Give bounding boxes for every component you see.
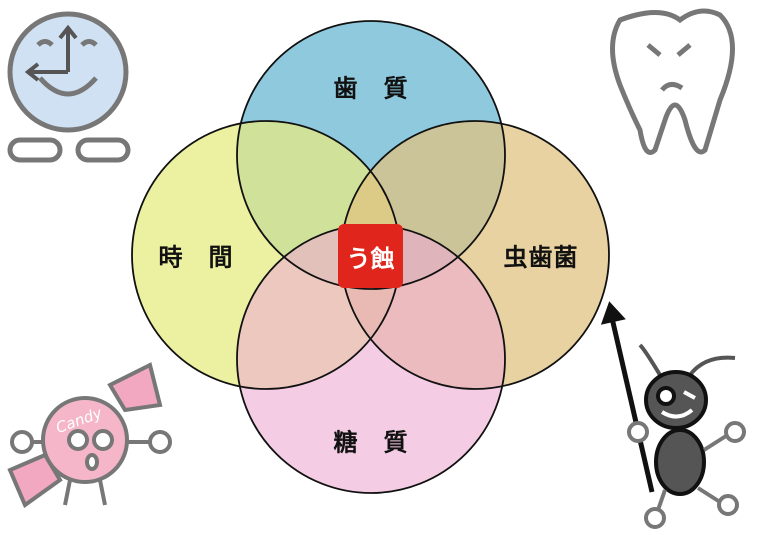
label-time: 時 間 bbox=[158, 243, 234, 272]
circle-sugar bbox=[237, 225, 505, 493]
candy-character-icon: Candy bbox=[7, 362, 172, 509]
center-caries-label: う蝕 bbox=[338, 224, 403, 288]
label-sugar: 糖 質 bbox=[333, 428, 409, 457]
label-tooth-quality: 歯 質 bbox=[333, 74, 409, 103]
sad-tooth-icon bbox=[610, 8, 735, 155]
label-bacteria: 虫歯菌 bbox=[503, 243, 579, 272]
clock-character-icon bbox=[7, 11, 131, 163]
bacteria-character-icon bbox=[600, 301, 746, 529]
